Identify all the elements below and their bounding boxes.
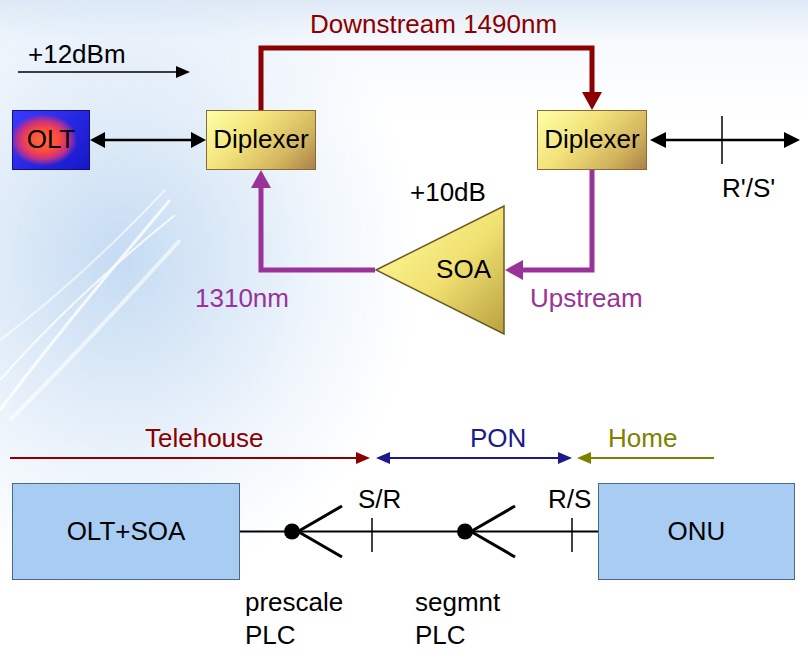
connector-line <box>261 186 375 270</box>
reference-point-label: S/R <box>358 483 401 516</box>
fiber-streak <box>0 215 175 380</box>
connector-line <box>103 139 193 142</box>
splitter-label: segmnt PLC <box>415 586 517 651</box>
reference-tick <box>721 116 723 164</box>
arrow-line <box>10 457 358 459</box>
connector <box>90 132 206 148</box>
splitter-branch <box>298 532 342 558</box>
telehouse-arrow <box>10 452 370 464</box>
arrow-head <box>505 260 523 280</box>
arrow-line <box>664 139 786 142</box>
node-text: Diplexer <box>544 124 639 155</box>
equipment-box: OLT+SOA <box>12 483 240 580</box>
connector <box>251 170 375 270</box>
wavelength-label: Downstream 1490nm <box>310 8 557 41</box>
segment-label: Telehouse <box>145 422 264 455</box>
amplifier-triangle: SOA <box>375 205 505 335</box>
arrow-head <box>558 452 572 464</box>
fiber-streak <box>0 200 170 410</box>
arrow-head <box>650 132 666 148</box>
node-text: Diplexer <box>213 124 308 155</box>
arrow-line <box>388 457 560 459</box>
equipment-box: ONU <box>598 483 795 580</box>
wavelength-label: 1310nm <box>195 282 289 315</box>
fiber-streak <box>10 240 180 420</box>
arrow-head <box>90 132 105 148</box>
arrow-head <box>251 170 271 188</box>
arrow-head <box>577 452 591 464</box>
splitter-branch <box>298 506 342 532</box>
arrow-head <box>176 66 190 78</box>
arrow-line <box>18 71 178 73</box>
arrow-line <box>590 457 714 459</box>
splitter-branch <box>471 532 515 558</box>
connector <box>240 531 598 532</box>
fiber-streak <box>0 190 165 340</box>
home-arrow <box>577 452 714 464</box>
fiber-streaks <box>0 190 180 420</box>
arrow-head <box>191 132 206 148</box>
splitter-branch <box>471 506 515 532</box>
diplexer-box: Diplexer <box>206 110 316 170</box>
wavelength-label: Upstream <box>530 282 643 315</box>
arrow-head <box>582 92 602 110</box>
node-text: SOA <box>436 254 491 285</box>
reference-point-label: R'/S' <box>722 172 775 205</box>
reference-tick <box>571 518 573 552</box>
power-label: +12dBm <box>28 38 126 71</box>
splitter-label: prescale PLC <box>245 586 357 651</box>
segment-label: PON <box>470 422 526 455</box>
reference-tick <box>371 518 373 552</box>
pon-arrow <box>376 452 572 464</box>
node-text: OLT <box>27 124 76 155</box>
connector <box>505 170 592 280</box>
connector-line <box>240 531 598 533</box>
gain-label: +10dB <box>410 176 486 209</box>
arrow-head <box>356 452 370 464</box>
reference-point-label: R/S <box>548 483 591 516</box>
arrow-head <box>376 452 390 464</box>
connector-line <box>261 48 592 110</box>
node-text: ONU <box>668 516 726 547</box>
reference-point-arrow <box>650 116 800 164</box>
node-text: OLT+SOA <box>67 516 186 547</box>
diplexer-box: Diplexer <box>537 110 647 170</box>
connector-line <box>521 170 592 270</box>
olt-box: OLT <box>12 110 90 170</box>
arrow-head <box>784 132 800 148</box>
triangle-shape <box>376 206 504 334</box>
connector <box>261 48 602 110</box>
segment-label: Home <box>608 422 677 455</box>
